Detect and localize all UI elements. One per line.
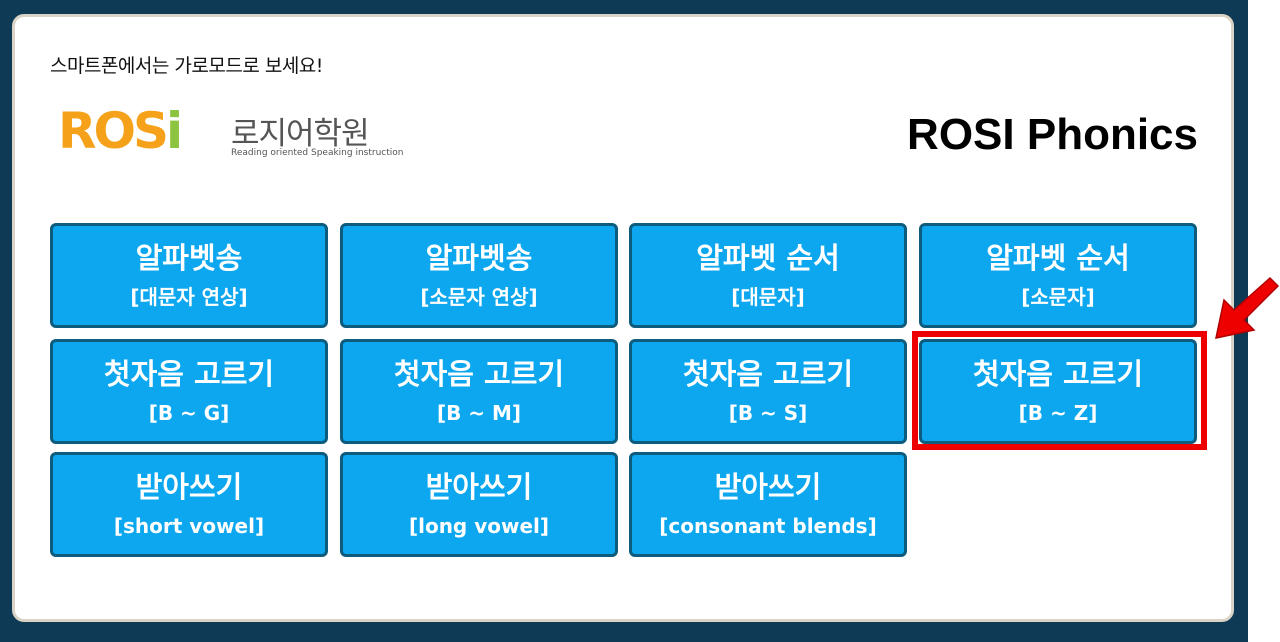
menu-tile-dictation-consonant-blends[interactable]: 받아쓰기 [consonant blends] [629, 452, 907, 557]
tile-subtitle: [대문자] [731, 285, 805, 309]
menu-tile-first-consonant-b-m[interactable]: 첫자음 고르기 [B ~ M] [340, 339, 618, 444]
tile-subtitle: [short vowel] [113, 514, 265, 538]
menu-tile-alphabet-song-upper[interactable]: 알파벳송 [대문자 연상] [50, 223, 328, 328]
page-title: ROSI Phonics [907, 110, 1198, 159]
tile-subtitle: [B ~ M] [436, 401, 522, 425]
rosi-logo[interactable]: ROSi 로지어학원 Reading oriented Speaking ins… [58, 100, 403, 164]
tile-title: 첫자음 고르기 [103, 357, 275, 391]
tile-title: 첫자음 고르기 [393, 357, 565, 391]
menu-tile-dictation-long-vowel[interactable]: 받아쓰기 [long vowel] [340, 452, 618, 557]
tile-title: 알파벳송 [135, 241, 243, 275]
menu-tile-dictation-short-vowel[interactable]: 받아쓰기 [short vowel] [50, 452, 328, 557]
logo-name: 로지어학원 [231, 116, 370, 152]
tile-subtitle: [소문자] [1021, 285, 1095, 309]
tile-title: 받아쓰기 [425, 470, 533, 504]
tile-title: 첫자음 고르기 [972, 357, 1144, 391]
tile-title: 알파벳 순서 [986, 241, 1130, 275]
tile-subtitle: [소문자 연상] [420, 285, 538, 309]
tile-title: 알파벳 순서 [696, 241, 840, 275]
pointer-arrow-icon [1215, 276, 1280, 339]
highlight-box [912, 331, 1207, 450]
logo-tagline: Reading oriented Speaking instruction [231, 148, 404, 158]
tile-subtitle: [B ~ S] [728, 401, 808, 425]
tile-title: 받아쓰기 [135, 470, 243, 504]
menu-tile-first-consonant-b-z[interactable]: 첫자음 고르기 [B ~ Z] [919, 339, 1197, 444]
tile-subtitle: [B ~ Z] [1018, 401, 1098, 425]
tile-title: 받아쓰기 [714, 470, 822, 504]
menu-tile-alphabet-song-lower[interactable]: 알파벳송 [소문자 연상] [340, 223, 618, 328]
menu-tile-first-consonant-b-g[interactable]: 첫자음 고르기 [B ~ G] [50, 339, 328, 444]
tile-subtitle: [consonant blends] [659, 514, 877, 538]
tile-subtitle: [대문자 연상] [130, 285, 248, 309]
tile-title: 알파벳송 [425, 241, 533, 275]
tile-subtitle: [B ~ G] [148, 401, 230, 425]
landscape-notice: 스마트폰에서는 가로모드로 보세요! [50, 55, 323, 77]
tile-subtitle: [long vowel] [408, 514, 550, 538]
logo-wordmark: ROSi [58, 102, 183, 160]
page-edge [1248, 0, 1280, 642]
menu-tile-alphabet-order-lower[interactable]: 알파벳 순서 [소문자] [919, 223, 1197, 328]
tile-title: 첫자음 고르기 [682, 357, 854, 391]
menu-tile-alphabet-order-upper[interactable]: 알파벳 순서 [대문자] [629, 223, 907, 328]
menu-tile-first-consonant-b-s[interactable]: 첫자음 고르기 [B ~ S] [629, 339, 907, 444]
